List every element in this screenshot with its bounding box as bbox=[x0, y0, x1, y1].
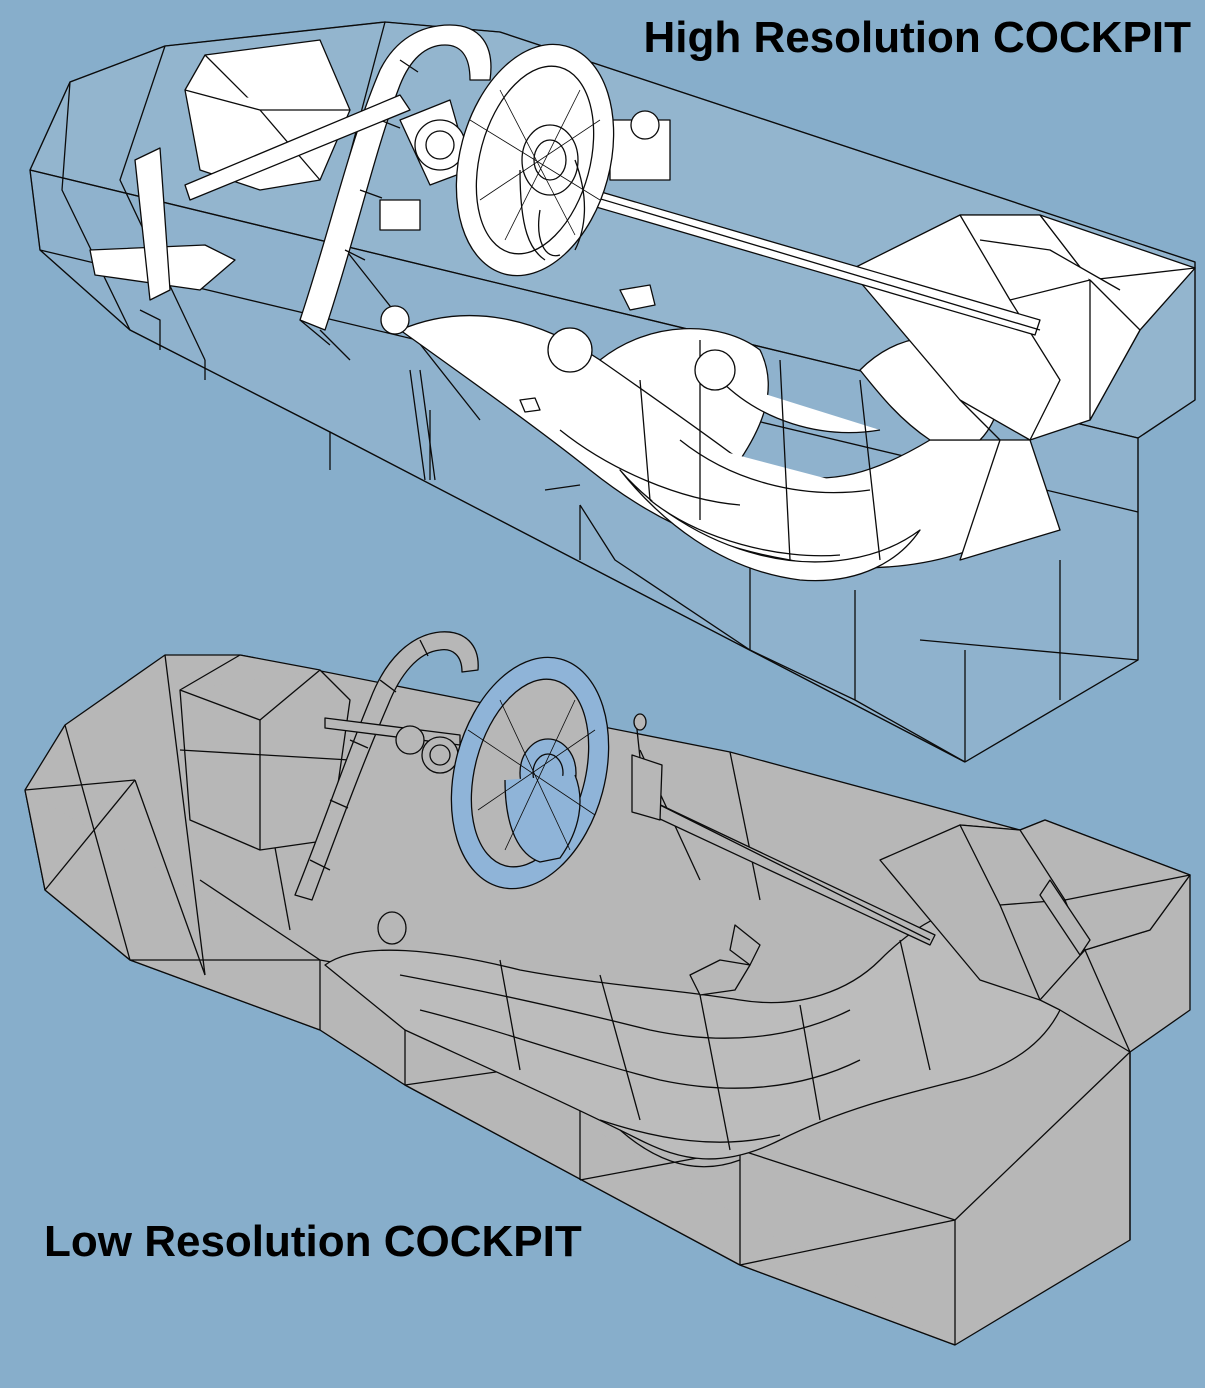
low-res-dashboard bbox=[179, 654, 351, 851]
low-res-cockpit-model bbox=[24, 631, 1191, 1346]
low-resolution-title: Low Resolution COCKPIT bbox=[44, 1217, 582, 1266]
high-res-dashboard bbox=[89, 39, 351, 301]
high-res-small-parts bbox=[380, 284, 736, 491]
low-res-steering-column bbox=[324, 713, 761, 996]
high-res-steering-column bbox=[379, 99, 671, 231]
low-res-headrest bbox=[879, 819, 1191, 1053]
high-res-steering-wheel bbox=[455, 43, 615, 277]
high-res-cockpit-model bbox=[29, 21, 1196, 763]
high-resolution-title: High Resolution COCKPIT bbox=[643, 13, 1191, 62]
low-res-roll-hoop bbox=[294, 631, 479, 901]
low-res-steering-wheel bbox=[450, 656, 610, 890]
